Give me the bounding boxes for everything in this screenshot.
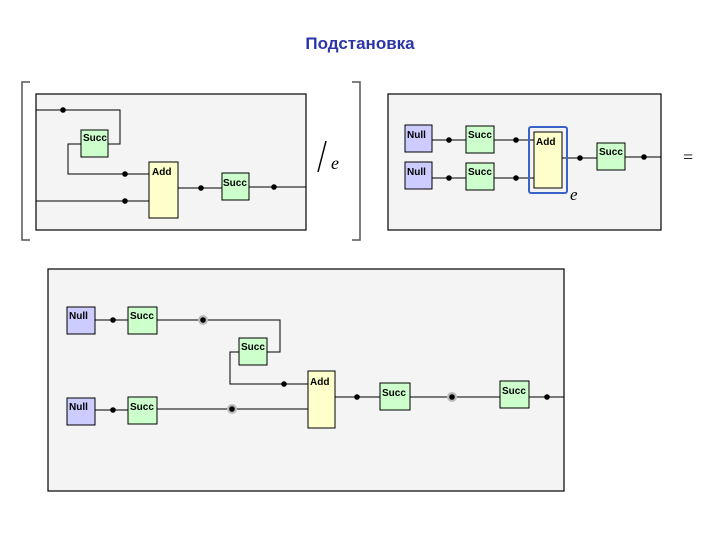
wire-node: [281, 381, 287, 387]
svg-text:Succ: Succ: [130, 311, 154, 322]
svg-text:Succ: Succ: [502, 386, 526, 397]
svg-text:Null: Null: [407, 167, 426, 178]
wire-node: [354, 394, 360, 400]
svg-text:Succ: Succ: [468, 130, 492, 141]
add-box: Add: [148, 161, 179, 219]
equals-sign: =: [683, 147, 693, 167]
wire-node: [544, 394, 550, 400]
svg-text:Add: Add: [310, 377, 329, 388]
svg-text:Add: Add: [536, 137, 555, 148]
succ-box: Succ: [80, 129, 109, 158]
panel-result: Null Null Succ Succ Succ Add Succ Succ: [47, 268, 565, 492]
null-box: Null: [66, 397, 96, 426]
wire-node: [122, 198, 128, 204]
svg-text:Null: Null: [69, 402, 88, 413]
svg-text:Succ: Succ: [468, 167, 492, 178]
wire-node: [110, 407, 116, 413]
succ-box: Succ: [596, 142, 626, 171]
svg-text:Succ: Succ: [241, 342, 265, 353]
svg-text:Add: Add: [152, 167, 171, 178]
succ-box: Succ: [127, 306, 158, 335]
wire-node: [198, 185, 204, 191]
succ-box: Succ: [238, 337, 268, 366]
wire-node: [446, 175, 452, 181]
null-box: Null: [404, 161, 433, 190]
svg-text:Succ: Succ: [223, 178, 247, 189]
bracket-left: [21, 81, 30, 241]
wire-node: [641, 154, 647, 160]
null-box: Null: [404, 124, 433, 153]
add-box: Add: [533, 131, 563, 189]
merged-node: [198, 315, 208, 325]
svg-text:Succ: Succ: [130, 402, 154, 413]
null-box: Null: [66, 306, 96, 335]
highlight-frame: [528, 126, 568, 194]
wire-node: [446, 137, 452, 143]
wire-node: [513, 175, 519, 181]
svg-text:Null: Null: [407, 130, 426, 141]
add-box: Add: [307, 370, 336, 429]
wire-node: [577, 155, 583, 161]
bracket-right: [352, 81, 361, 241]
merged-node: [447, 392, 457, 402]
succ-box: Succ: [465, 162, 495, 191]
succ-box: Succ: [465, 125, 495, 154]
merged-node: [227, 404, 237, 414]
wire-node: [60, 107, 66, 113]
succ-box: Succ: [127, 396, 158, 425]
panel-term: Succ Add Succ: [35, 93, 307, 231]
svg-text:e: e: [331, 153, 339, 173]
wire-node: [110, 317, 116, 323]
highlight-var-label: e: [570, 185, 578, 204]
page-title: Подстановка: [305, 34, 415, 53]
panel-substitute: Null Null Succ Succ Add e Succ: [387, 93, 662, 231]
succ-box: Succ: [221, 172, 250, 201]
wire-node: [122, 171, 128, 177]
svg-text:Succ: Succ: [382, 388, 406, 399]
succ-box: Succ: [379, 382, 411, 411]
svg-text:Succ: Succ: [83, 133, 107, 144]
substitution-operator: e: [317, 140, 339, 173]
svg-text:Succ: Succ: [599, 147, 623, 158]
wire-node: [513, 137, 519, 143]
succ-box: Succ: [499, 380, 530, 409]
svg-text:Null: Null: [69, 311, 88, 322]
wire-node: [271, 184, 277, 190]
